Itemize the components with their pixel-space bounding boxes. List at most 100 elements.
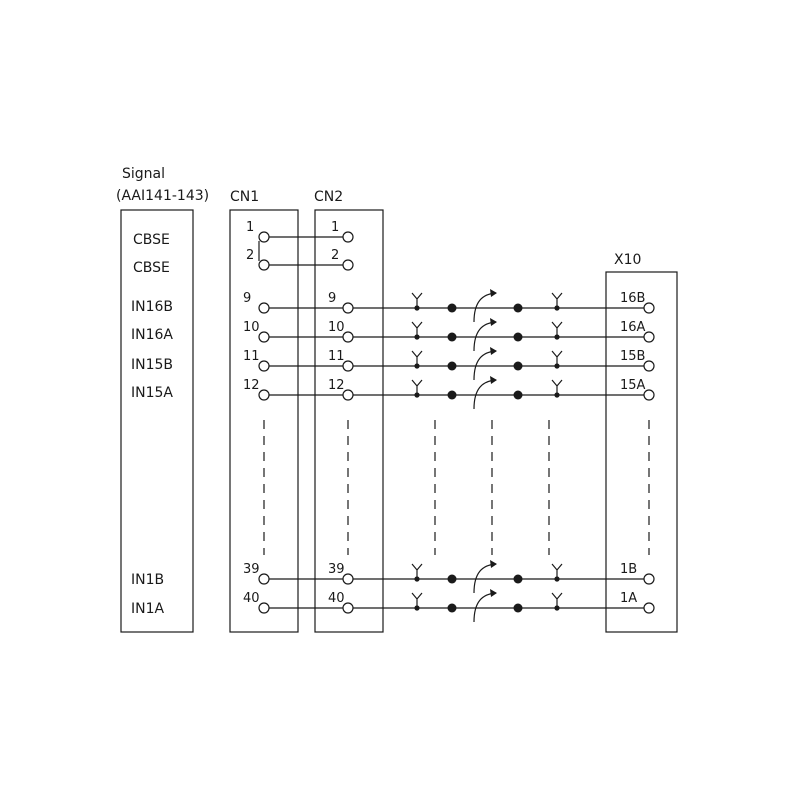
junction-dot <box>554 363 560 369</box>
junction-dot <box>414 363 420 369</box>
signal-label-in1a: IN1A <box>131 601 165 617</box>
x10-terminal-label: 1A <box>620 591 637 606</box>
cn1-pin-label: 39 <box>243 562 260 577</box>
cn2-pin-label: 11 <box>328 349 345 364</box>
terminal-circle <box>342 360 354 372</box>
terminal-circle <box>258 231 270 243</box>
cn2-pin-label: 12 <box>328 378 345 393</box>
signal-label-cbse-1: CBSE <box>133 232 170 248</box>
cn1-box <box>229 209 299 633</box>
junction-dot <box>447 603 457 613</box>
terminal-circle <box>342 573 354 585</box>
junction-dot <box>513 361 523 371</box>
signal-title: Signal <box>122 166 165 182</box>
junction-dot <box>414 605 420 611</box>
signal-row: 10 10 16A <box>243 318 655 352</box>
cn2-pin-label: 9 <box>328 291 336 306</box>
signal-label-in1b: IN1B <box>131 572 164 588</box>
cn1-pin-2-label: 2 <box>246 248 254 263</box>
junction-dot <box>414 392 420 398</box>
x10-terminal-label: 16B <box>620 291 645 306</box>
cn1-pin-label: 11 <box>243 349 260 364</box>
cbse-terminals <box>258 231 354 271</box>
arrow-head <box>490 589 497 597</box>
terminal-circle <box>342 389 354 401</box>
terminal-circle <box>258 331 270 343</box>
junction-dot <box>447 303 457 313</box>
cn2-pin-1-label: 1 <box>331 220 339 235</box>
cn1-pin-label: 12 <box>243 378 260 393</box>
terminal-circle <box>258 360 270 372</box>
terminal-circle <box>643 389 655 401</box>
cn2-pin-label: 10 <box>328 320 345 335</box>
junction-dot <box>447 361 457 371</box>
x10-terminal-label: 15B <box>620 349 645 364</box>
signal-label-in16a: IN16A <box>131 327 173 343</box>
signal-row: 39 39 1B <box>243 560 655 594</box>
signal-row: 11 11 15B <box>243 347 655 381</box>
x10-terminal-label: 1B <box>620 562 637 577</box>
arrow-head <box>490 560 497 568</box>
arrow-head <box>490 318 497 326</box>
cn1-pin-1-label: 1 <box>246 220 254 235</box>
cn1-title: CN1 <box>230 189 259 205</box>
junction-dot <box>513 390 523 400</box>
terminal-circle <box>258 602 270 614</box>
terminal-circle <box>258 302 270 314</box>
cn2-box <box>314 209 384 633</box>
terminal-circle <box>342 331 354 343</box>
cn2-pin-label: 39 <box>328 562 345 577</box>
x10-terminal-label: 15A <box>620 378 646 393</box>
terminal-circle <box>258 573 270 585</box>
junction-dot <box>554 576 560 582</box>
cbse-jumper <box>258 236 343 266</box>
terminal-circle <box>342 231 354 243</box>
terminal-circle <box>643 360 655 372</box>
continuation-dashes <box>263 420 650 555</box>
x10-box <box>605 271 678 633</box>
junction-dot <box>414 576 420 582</box>
junction-dot <box>513 332 523 342</box>
signal-box <box>120 209 194 633</box>
cn1-pin-label: 40 <box>243 591 260 606</box>
junction-dot <box>513 303 523 313</box>
terminal-circle <box>643 602 655 614</box>
terminal-circle <box>643 331 655 343</box>
arrow-head <box>490 347 497 355</box>
signal-label-in15b: IN15B <box>131 357 173 373</box>
junction-dot <box>414 334 420 340</box>
x10-terminal-label: 16A <box>620 320 646 335</box>
junction-dot <box>554 305 560 311</box>
junction-dot <box>447 574 457 584</box>
signal-label-cbse-2: CBSE <box>133 260 170 276</box>
terminal-circle <box>342 602 354 614</box>
signal-row: 12 12 15A <box>243 376 655 410</box>
signal-label-in16b: IN16B <box>131 299 173 315</box>
terminal-circle <box>258 389 270 401</box>
terminal-circle <box>342 302 354 314</box>
arrow-head <box>490 289 497 297</box>
signal-label-in15a: IN15A <box>131 385 173 401</box>
terminal-circle <box>643 302 655 314</box>
junction-dot <box>554 334 560 340</box>
cn2-title: CN2 <box>314 189 343 205</box>
terminal-circle <box>258 259 270 271</box>
cn2-pin-2-label: 2 <box>331 248 339 263</box>
arrow-head <box>490 376 497 384</box>
x10-title: X10 <box>614 252 641 268</box>
terminal-circle <box>643 573 655 585</box>
junction-dot <box>447 390 457 400</box>
cn1-pin-label: 10 <box>243 320 260 335</box>
junction-dot <box>513 603 523 613</box>
junction-dot <box>414 305 420 311</box>
junction-dot <box>447 332 457 342</box>
junction-dot <box>554 392 560 398</box>
signal-model: (AAI141-143) <box>116 188 209 204</box>
junction-dot <box>554 605 560 611</box>
cn2-pin-label: 40 <box>328 591 345 606</box>
terminal-circle <box>342 259 354 271</box>
